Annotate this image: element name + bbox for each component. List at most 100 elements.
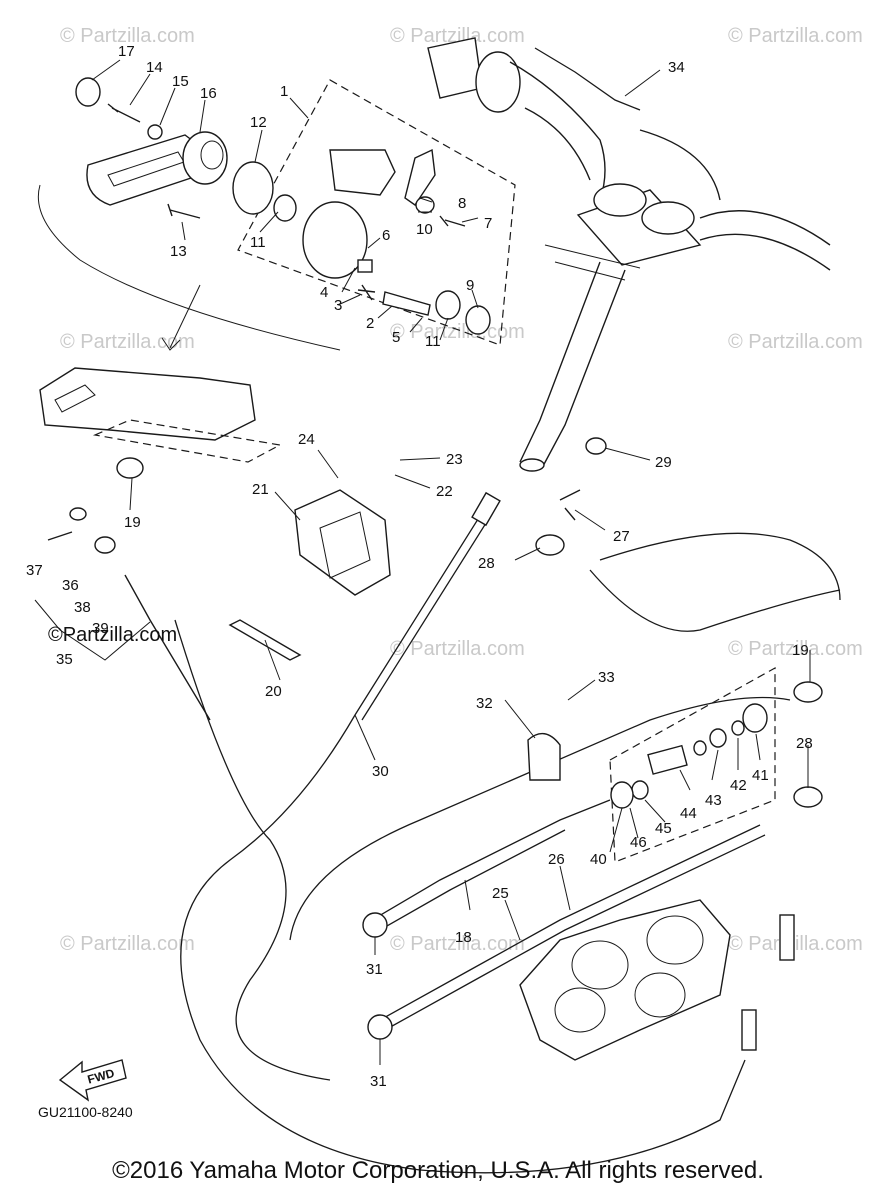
cable-boot (535, 534, 565, 556)
part-number-label: 34 (668, 59, 685, 76)
throttle-lever (86, 131, 228, 206)
part-number-label: 5 (392, 329, 400, 346)
fitting-part (741, 1009, 757, 1051)
part-number-label: 19 (792, 642, 809, 659)
adjuster-part (559, 489, 581, 521)
part-number-label: 6 (382, 227, 390, 244)
choke-cable (534, 47, 641, 111)
throttle-body-parts (302, 148, 491, 335)
bolt-part (107, 103, 141, 123)
part-number-label: 26 (548, 851, 565, 868)
gasket-part (232, 161, 274, 215)
watermark: © Partzilla.com (60, 331, 195, 353)
cable-loop-right (589, 569, 841, 632)
handlebar (427, 37, 831, 472)
cable-adjuster-parts (610, 703, 768, 809)
part-number-label: 25 (492, 885, 509, 902)
part-number-label: 32 (476, 695, 493, 712)
part-number-label: 15 (172, 73, 189, 90)
carburetor (519, 899, 731, 1061)
part-number-label: 17 (118, 43, 135, 60)
part-number-label: 7 (484, 215, 492, 232)
detail-callout-outline (37, 184, 341, 351)
watermark: © Partzilla.com (728, 25, 863, 47)
part-number-label: 31 (370, 1073, 387, 1090)
part-number-label: 14 (146, 59, 163, 76)
part-number-label: 33 (598, 669, 615, 686)
cable-clamp (527, 732, 561, 781)
part-number-label: 9 (466, 277, 474, 294)
grommet-part (367, 1014, 393, 1040)
part-number-label: 37 (26, 562, 43, 579)
cable-boot (793, 681, 823, 703)
watermark: © Partzilla.com (390, 321, 525, 343)
washer-part (69, 507, 87, 521)
mounting-bracket (294, 489, 391, 596)
part-number-label: 11 (425, 333, 441, 350)
label-leaders (91, 59, 811, 1065)
part-number-label: 36 (62, 577, 79, 594)
cable-boot (793, 786, 823, 808)
part-number-label: 20 (265, 683, 282, 700)
part-number-label: 27 (613, 528, 630, 545)
leader-line (34, 599, 151, 661)
part-number-label: 23 (446, 451, 463, 468)
part-number-label: 3 (334, 297, 342, 314)
steering-cable (371, 799, 611, 921)
part-number-label: 43 (705, 792, 722, 809)
watermark: © Partzilla.com (390, 638, 525, 660)
part-number-label: 45 (655, 820, 672, 837)
diagram-reference-code: GU21100-8240 (38, 1104, 133, 1120)
part-number-label: 46 (630, 834, 647, 851)
part-number-label: 10 (416, 221, 433, 238)
part-number-label: 28 (796, 735, 813, 752)
part-number-label: 13 (170, 243, 187, 260)
part-number-label: 44 (680, 805, 697, 822)
nut-part (585, 437, 607, 455)
part-number-label: 39 (92, 620, 109, 637)
fwd-label: FWD (86, 1066, 116, 1087)
part-number-label: 31 (366, 961, 383, 978)
part-number-label: 18 (455, 929, 472, 946)
watermark: © Partzilla.com (60, 25, 195, 47)
choke-cable-loop (174, 619, 331, 1081)
cable-end-part (124, 574, 211, 721)
handlebar-switch-housing (39, 367, 282, 463)
part-number-label: 12 (250, 114, 267, 131)
collar-part (75, 77, 101, 107)
trim-cable (379, 824, 761, 1021)
grommet-part (362, 912, 388, 938)
watermark: © Partzilla.com (728, 933, 863, 955)
part-number-label: 22 (436, 483, 453, 500)
throttle-cable (180, 499, 746, 1174)
forward-arrow: FWD (58, 1059, 127, 1102)
detail-arrow (161, 284, 201, 351)
part-number-label: 1 (280, 83, 288, 100)
part-number-label: 30 (372, 763, 389, 780)
part-number-label: 11 (250, 234, 266, 251)
screw-part (167, 203, 201, 219)
fitting-part (779, 914, 795, 961)
part-number-label: 19 (124, 514, 141, 531)
copyright-footer: ©2016 Yamaha Motor Corporation, U.S.A. A… (112, 1157, 764, 1184)
watermark-mid: ©Partzilla.com (48, 624, 178, 646)
part-number-label: 38 (74, 599, 91, 616)
part-number-label: 35 (56, 651, 73, 668)
part-number-label: 8 (458, 195, 466, 212)
watermark: © Partzilla.com (60, 933, 195, 955)
part-number-label: 28 (478, 555, 495, 572)
part-number-label: 40 (590, 851, 607, 868)
part-number-labels: 17 14 15 16 1 12 13 11 6 8 10 7 4 3 2 9 … (26, 43, 813, 1090)
cable-adjuster-group-outline (609, 666, 776, 863)
part-number-label: 21 (252, 481, 269, 498)
part-number-label: 2 (366, 315, 374, 332)
watermarks: © Partzilla.com © Partzilla.com © Partzi… (60, 25, 863, 955)
nut-part (94, 536, 116, 554)
part-number-label: 4 (320, 284, 328, 301)
washer-part (147, 124, 163, 140)
cable-end-part (471, 491, 501, 527)
part-number-label: 42 (730, 777, 747, 794)
screw-part (47, 531, 73, 541)
watermark: © Partzilla.com (728, 331, 863, 353)
